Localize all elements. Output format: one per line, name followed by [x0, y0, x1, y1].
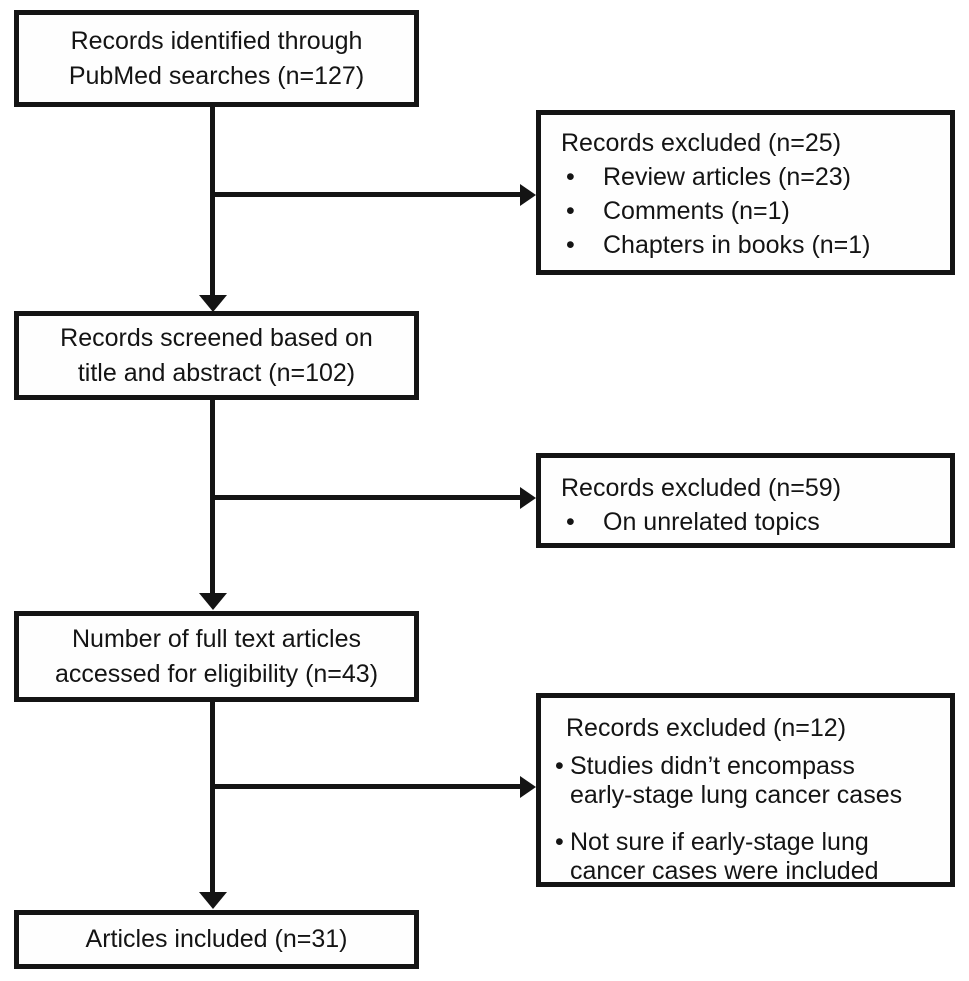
connector-line-horizontal-2: [212, 495, 522, 500]
connector-line-vertical-1: [210, 106, 215, 296]
fulltext-accessed-box: Number of full text articles accessed fo…: [14, 611, 419, 702]
bullet-icon: •: [566, 508, 575, 536]
records-excluded-25-box: Records excluded (n=25) • Review article…: [536, 110, 955, 275]
list-item-text: Studies didn’t encompass early-stage lun…: [570, 752, 903, 809]
records-excluded-12-title: Records excluded (n=12): [566, 714, 847, 742]
connector-line-horizontal-1: [212, 192, 522, 197]
records-excluded-25-list: • Review articles (n=23) • Comments (n=1…: [561, 160, 944, 262]
arrow-right-icon: [520, 776, 536, 798]
arrow-right-icon: [520, 184, 536, 206]
list-item-text: Chapters in books (n=1): [603, 231, 871, 259]
records-excluded-59-list: • On unrelated topics: [561, 505, 944, 539]
list-item: • Not sure if early-stage lung cancer ca…: [555, 828, 944, 885]
bullet-icon: •: [566, 231, 575, 259]
list-item: • Review articles (n=23): [561, 160, 944, 194]
bullet-icon: •: [555, 828, 564, 856]
records-screened-text: Records screened based on title and abst…: [60, 324, 373, 387]
list-item-text: Not sure if early-stage lung cancer case…: [570, 828, 879, 885]
bullet-icon: •: [566, 197, 575, 225]
records-excluded-12-box: Records excluded (n=12) • Studies didn’t…: [536, 693, 955, 887]
list-item: • Studies didn’t encompass early-stage l…: [555, 752, 944, 809]
list-item-text: On unrelated topics: [603, 508, 820, 536]
list-item-text: Comments (n=1): [603, 197, 790, 225]
arrow-down-icon: [199, 892, 227, 909]
bullet-icon: •: [566, 163, 575, 191]
records-excluded-12-list: • Studies didn’t encompass early-stage l…: [555, 752, 944, 885]
fulltext-accessed-text: Number of full text articles accessed fo…: [54, 625, 379, 688]
records-identified-box: Records identified through PubMed search…: [14, 10, 419, 107]
bullet-icon: •: [555, 752, 564, 780]
records-excluded-59-box: Records excluded (n=59) • On unrelated t…: [536, 453, 955, 548]
records-excluded-25-title: Records excluded (n=25): [561, 129, 842, 157]
list-item: • Comments (n=1): [561, 194, 944, 228]
records-excluded-59-title: Records excluded (n=59): [561, 474, 842, 502]
list-item: • On unrelated topics: [561, 505, 944, 539]
list-item-text: Review articles (n=23): [603, 163, 852, 191]
connector-line-horizontal-3: [212, 784, 522, 789]
arrow-down-icon: [199, 295, 227, 312]
list-item: • Chapters in books (n=1): [561, 228, 944, 262]
records-screened-box: Records screened based on title and abst…: [14, 311, 419, 400]
connector-line-vertical-3: [210, 701, 215, 893]
articles-included-box: Articles included (n=31): [14, 910, 419, 969]
arrow-down-icon: [199, 593, 227, 610]
records-identified-text: Records identified through PubMed search…: [68, 27, 365, 90]
articles-included-text: Articles included (n=31): [85, 925, 348, 954]
arrow-right-icon: [520, 487, 536, 509]
